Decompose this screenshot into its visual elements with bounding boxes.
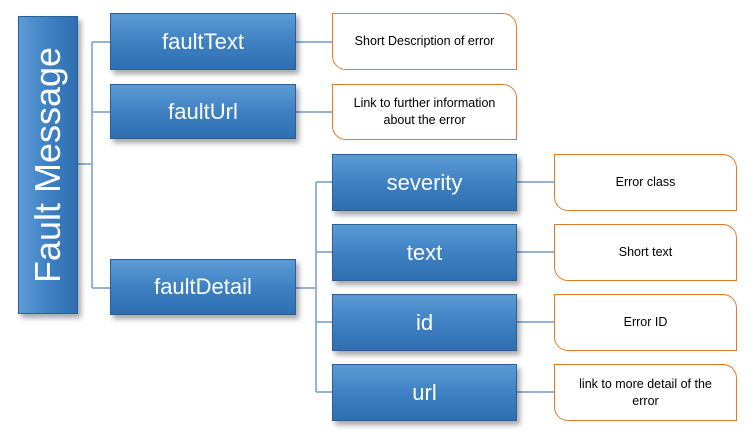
description-url: link to more detail of the error xyxy=(554,364,737,421)
description-severity: Error class xyxy=(554,154,737,211)
node-faulttext: faultText xyxy=(110,13,296,70)
node-faultdetail: faultDetail xyxy=(110,259,296,315)
node-faulturl: faultUrl xyxy=(110,84,296,139)
node-text: text xyxy=(332,224,517,281)
description-text: Short text xyxy=(554,224,737,281)
description-faulttext: Short Description of error xyxy=(332,13,517,70)
node-severity: severity xyxy=(332,154,517,211)
description-faulturl: Link to further information about the er… xyxy=(332,84,517,140)
description-id: Error ID xyxy=(554,294,737,351)
root-node-fault-message: Fault Message xyxy=(18,16,78,314)
root-node-label: Fault Message xyxy=(27,46,68,284)
node-url: url xyxy=(332,364,517,421)
node-id: id xyxy=(332,294,517,351)
